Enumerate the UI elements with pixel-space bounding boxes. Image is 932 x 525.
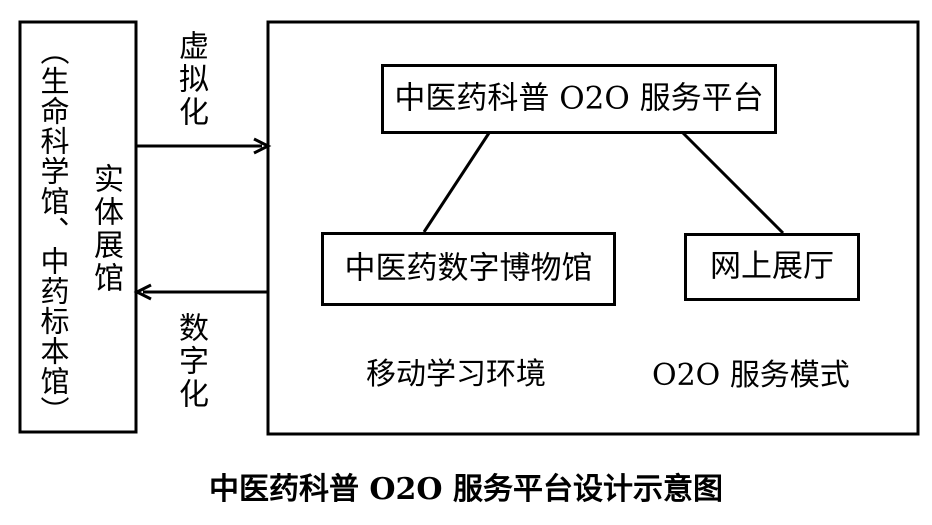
museum-node-label: 中医药数字博物馆: [344, 250, 593, 287]
museum-node-box: 中医药数字博物馆: [321, 232, 616, 306]
digitize-label: 数字化: [173, 312, 208, 411]
figure-caption: 中医药科普 O2O 服务平台设计示意图: [208, 472, 724, 507]
platform-node-label: 中医药科普 O2O 服务平台: [394, 80, 764, 117]
o2o-mode-caption: O2O 服务模式: [652, 358, 850, 393]
platform-frame: [266, 20, 920, 436]
platform-node-box: 中医药科普 O2O 服务平台: [381, 64, 777, 134]
digitize-arrowhead: [133, 283, 152, 301]
connector-to-gallery: [681, 131, 785, 235]
mobile-learning-caption: 移动学习环境: [366, 357, 546, 392]
gallery-node-box: 网上展厅: [684, 233, 860, 301]
physical-hall-frame: [18, 20, 138, 434]
gallery-node-label: 网上展厅: [710, 248, 834, 285]
connector-to-museum: [422, 132, 491, 233]
virtualize-label: 虚拟化: [173, 30, 208, 129]
virtualize-arrowhead: [253, 137, 272, 155]
physical-hall-subtitle: （生命科学馆、中药标本馆）: [36, 36, 70, 426]
physical-hall-title: 实体展馆: [88, 163, 123, 295]
